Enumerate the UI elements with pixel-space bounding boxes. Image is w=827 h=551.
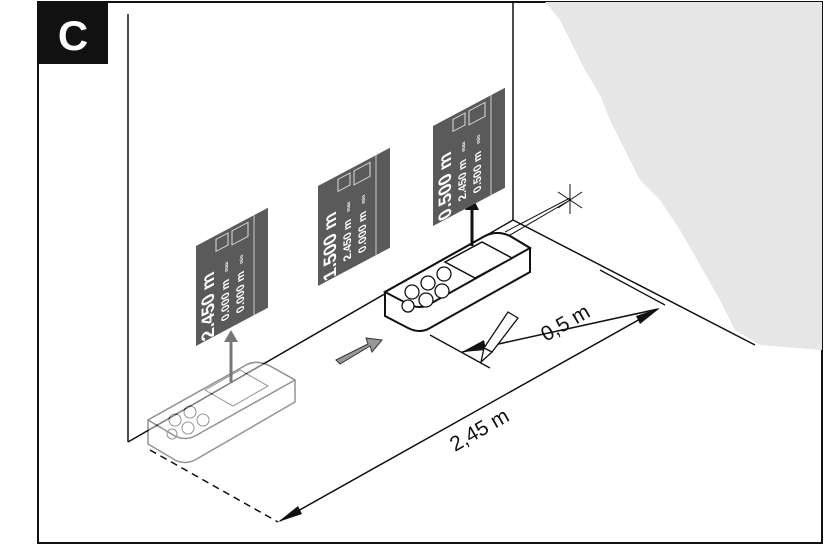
display-main-value: 0.500 m [436, 148, 456, 224]
figure-label-box [38, 2, 108, 64]
memory-icon [452, 112, 466, 133]
reference-dashed-line [149, 449, 279, 523]
wall-floor-line [512, 219, 756, 346]
pencil-icon [479, 311, 519, 364]
laser-beam [504, 197, 571, 233]
laser-spot-icon [557, 184, 583, 214]
wall-surface [513, 2, 822, 350]
display-line1: 0.000 m [220, 277, 232, 324]
svg-text:min: min [361, 193, 367, 205]
memory-icon [337, 172, 351, 193]
move-direction-arrow [335, 337, 383, 365]
display-line1: 0.500 m [472, 149, 484, 196]
display-line2: 2.450 m [342, 217, 354, 264]
svg-text:max: max [224, 260, 230, 273]
display-main-value: 1.500 m [321, 208, 341, 284]
svg-text:max: max [461, 140, 467, 153]
svg-text:min: min [476, 133, 482, 145]
memory-icon [215, 232, 229, 253]
svg-text:min: min [239, 253, 245, 265]
display-line1: 0.000 m [357, 209, 369, 256]
figure-label: C [58, 12, 88, 59]
device-start-position [146, 361, 297, 464]
display-line2: 0.000 m [235, 269, 247, 316]
device-screen [443, 241, 514, 279]
display-1: 2.450 m 0.000 m 0.000 m max min [196, 207, 268, 346]
display-line2: 2.450 m [457, 157, 469, 204]
display-2: 1.500 m 2.450 m 0.000 m max min [318, 147, 390, 286]
display-3: 0.500 m 2.450 m 0.500 m max min [433, 87, 505, 226]
svg-text:max: max [346, 200, 352, 213]
laser-rangefinder-device [382, 232, 532, 332]
display-main-value: 2.450 m [199, 268, 219, 344]
